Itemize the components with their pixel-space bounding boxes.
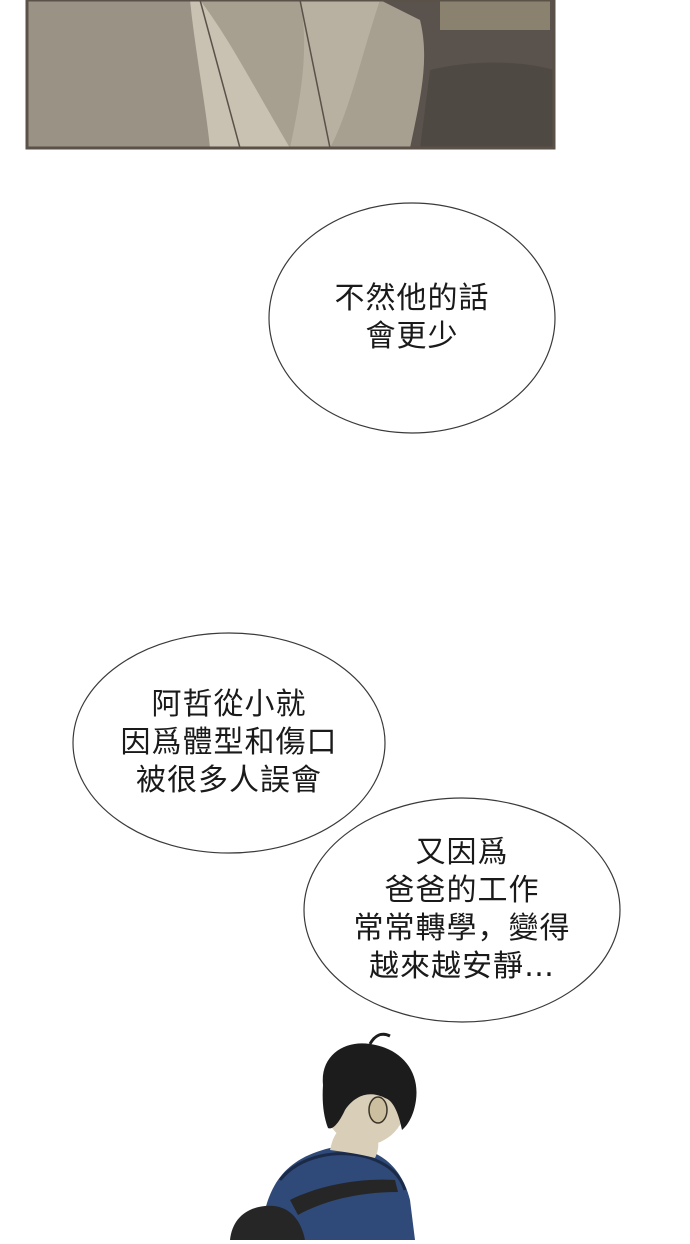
bubble-outline — [303, 797, 621, 1023]
cushion-left — [27, 0, 240, 148]
cushion-line — [299, 0, 331, 149]
hood-edge — [278, 1152, 407, 1191]
bubble-line: 阿哲從小就 — [151, 687, 307, 722]
sofa-shadow — [420, 62, 554, 148]
pillow-line — [199, 0, 241, 149]
boy-figure — [220, 1030, 450, 1240]
hair-strand — [368, 1032, 391, 1045]
bubble-line: 越來越安靜… — [369, 949, 555, 984]
speech-bubble-2: 阿哲從小就 因爲體型和傷口 被很多人誤會 — [72, 632, 386, 854]
bubble-outline — [268, 202, 556, 434]
speech-bubble-3: 又因爲 爸爸的工作 常常轉學，變得 越來越安靜… — [303, 797, 621, 1023]
sofa-scene-illustration-icon — [25, 0, 556, 150]
bubble-line: 常常轉學，變得 — [353, 911, 571, 946]
bubble-text: 阿哲從小就 因爲體型和傷口 被很多人誤會 — [121, 686, 338, 800]
bubble-line: 被很多人誤會 — [136, 763, 322, 798]
backpack-strap — [290, 1179, 398, 1215]
bubble-line: 爸爸的工作 — [384, 873, 540, 908]
bubble-line: 會更少 — [365, 319, 459, 354]
pillow-highlight — [190, 0, 290, 148]
backpack — [230, 1205, 305, 1240]
bubble-line: 又因爲 — [415, 835, 509, 870]
ear — [368, 1096, 388, 1124]
bubble-line: 不然他的話 — [334, 281, 490, 316]
top-scene-panel — [0, 0, 690, 160]
hair — [322, 1043, 417, 1130]
boy-back-view-illustration-icon — [230, 1032, 417, 1240]
shelf-background — [440, 0, 550, 30]
bubble-text: 不然他的話 會更少 — [335, 280, 490, 356]
bubble-text: 又因爲 爸爸的工作 常常轉學，變得 越來越安靜… — [354, 834, 571, 986]
panel-border — [25, 0, 556, 150]
speech-bubble-1: 不然他的話 會更少 — [268, 202, 556, 434]
bubble-line: 因爲體型和傷口 — [120, 725, 338, 760]
bubble-outline — [72, 632, 386, 854]
cushion-middle — [290, 0, 380, 148]
